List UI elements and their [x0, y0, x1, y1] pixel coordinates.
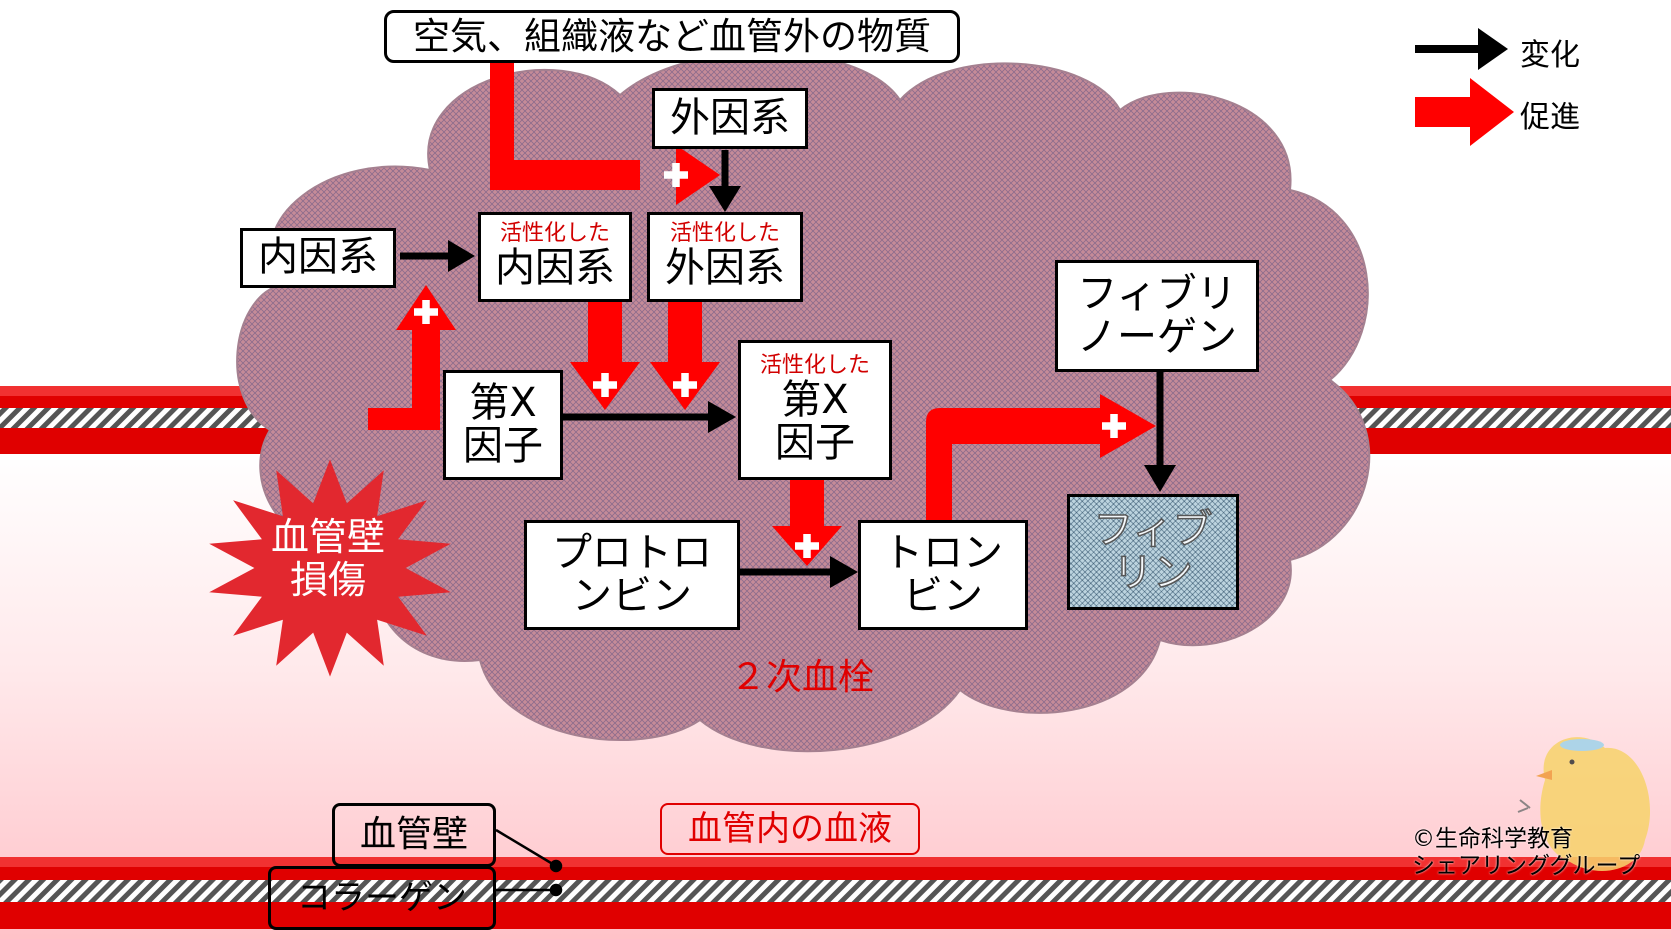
box-intrinsic-text: 内因系 — [258, 234, 378, 281]
credit-text: ©生命科学教育 シェアリンググループ — [1412, 826, 1641, 880]
wall-rupture-left — [268, 388, 355, 454]
legend-change-arrow — [1478, 28, 1508, 70]
vessel-wall-leader-dot — [549, 859, 563, 873]
cross-factorx-icon — [795, 534, 819, 558]
box-active-intrinsic: 活性化した 内因系 — [478, 212, 632, 302]
box-prothrombin: プロトロ ンビン — [524, 520, 740, 630]
box-prothrombin-text: プロトロ ンビン — [552, 529, 712, 619]
collagen-leader-dot — [549, 883, 563, 897]
box-fibrin: フィブ リン — [1067, 494, 1239, 610]
box-factor-x-text: 第X 因子 — [463, 379, 543, 469]
collagen-callout: コラーゲン — [268, 866, 496, 930]
box-active-factor-x-text: 第X 因子 — [775, 376, 855, 466]
promote-arrow-thrombin-shaft — [926, 408, 1106, 520]
arrowhead-prothrombin — [830, 556, 858, 588]
vessel-wall-callout: 血管壁 — [332, 803, 496, 867]
active-factor-x-prefix: 活性化した — [759, 352, 870, 378]
promote-arrow-active-extrinsic-shaft — [668, 302, 702, 364]
box-extrinsic: 外因系 — [652, 88, 808, 149]
box-active-extrinsic-text: 外因系 — [665, 245, 785, 292]
external-substances-label: 空気、組織液など血管外の物質 — [384, 10, 960, 63]
box-extrinsic-text: 外因系 — [670, 94, 790, 141]
promote-arrow-injury-shaft — [368, 330, 440, 430]
external-substances-text: 空気、組織液など血管外の物質 — [413, 14, 931, 58]
lower-vessel-wall — [0, 857, 1671, 929]
chick-mascot — [1517, 737, 1651, 871]
legend-graphics — [1415, 28, 1514, 146]
cross-injury-icon — [414, 300, 438, 324]
promote-arrowhead-thrombin — [1100, 394, 1156, 458]
promote-arrow-external-shaft — [490, 60, 640, 190]
blood-label: 血管内の血液 — [660, 803, 920, 855]
cross-thrombin-icon — [1102, 414, 1126, 438]
box-factor-x: 第X 因子 — [443, 370, 563, 480]
arrowhead-fibrinogen — [1144, 465, 1176, 492]
wall-rupture-right — [1255, 388, 1340, 454]
box-active-factor-x: 活性化した 第X 因子 — [738, 340, 892, 480]
promote-arrowhead-external — [676, 145, 720, 205]
vessel-wall-callout-text: 血管壁 — [359, 813, 468, 855]
clot-label: ２次血栓 — [730, 657, 875, 698]
box-fibrinogen-text: フィブリ ノーゲン — [1077, 270, 1237, 360]
box-thrombin: トロン ビン — [858, 520, 1028, 630]
legend-change-label: 変化 — [1520, 38, 1580, 73]
cross-active-extrinsic-icon — [673, 373, 697, 397]
active-intrinsic-prefix: 活性化した — [499, 221, 610, 247]
cross-external-icon — [664, 163, 688, 187]
legend-promote-label: 促進 — [1520, 100, 1580, 135]
box-thrombin-text: トロン ビン — [883, 529, 1003, 619]
box-active-intrinsic-text: 内因系 — [495, 245, 615, 292]
box-active-extrinsic: 活性化した 外因系 — [647, 212, 803, 302]
blood-label-text: 血管内の血液 — [688, 808, 892, 849]
cross-active-intrinsic-icon — [593, 373, 617, 397]
arrowhead-intrinsic — [448, 240, 475, 272]
arrowhead-extrinsic — [709, 186, 741, 212]
promote-arrow-active-intrinsic-shaft — [588, 302, 622, 364]
vessel-wall-leader — [495, 828, 557, 868]
box-fibrinogen: フィブリ ノーゲン — [1055, 260, 1259, 372]
collagen-callout-text: コラーゲン — [297, 877, 467, 918]
injury-starburst — [209, 459, 451, 677]
active-extrinsic-prefix: 活性化した — [669, 221, 780, 247]
box-fibrin-text: フィブ リン — [1093, 506, 1214, 596]
promote-arrow-factorx-shaft — [790, 480, 824, 530]
injury-label: 血管壁 損傷 — [270, 515, 385, 602]
arrowhead-factorx — [708, 401, 736, 433]
box-intrinsic: 内因系 — [240, 228, 396, 288]
legend-promote-arrow — [1470, 78, 1514, 146]
